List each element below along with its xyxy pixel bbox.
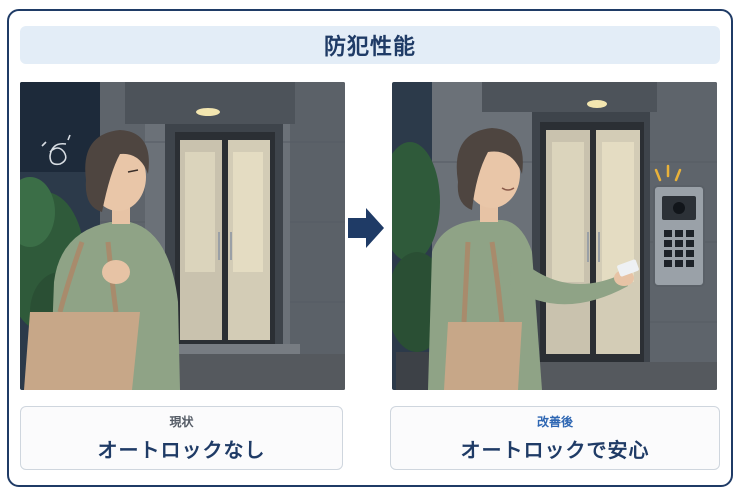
- page-title: 防犯性能: [323, 35, 416, 60]
- after-main-label: オートロックで安心: [460, 438, 650, 462]
- before-small-label: 現状: [169, 415, 194, 429]
- before-label-box: 現状 オートロックなし: [20, 406, 343, 470]
- after-illustration: [392, 82, 717, 390]
- after-small-label: 改善後: [536, 415, 573, 429]
- swirl-icon: [41, 134, 71, 166]
- arrow-right-icon: [348, 208, 384, 248]
- sparkle-icon: [654, 164, 682, 182]
- after-label-box: 改善後 オートロックで安心: [390, 406, 720, 470]
- before-illustration: [20, 82, 345, 390]
- title-bar: 防犯性能: [20, 26, 720, 64]
- before-main-label: オートロックなし: [97, 438, 266, 462]
